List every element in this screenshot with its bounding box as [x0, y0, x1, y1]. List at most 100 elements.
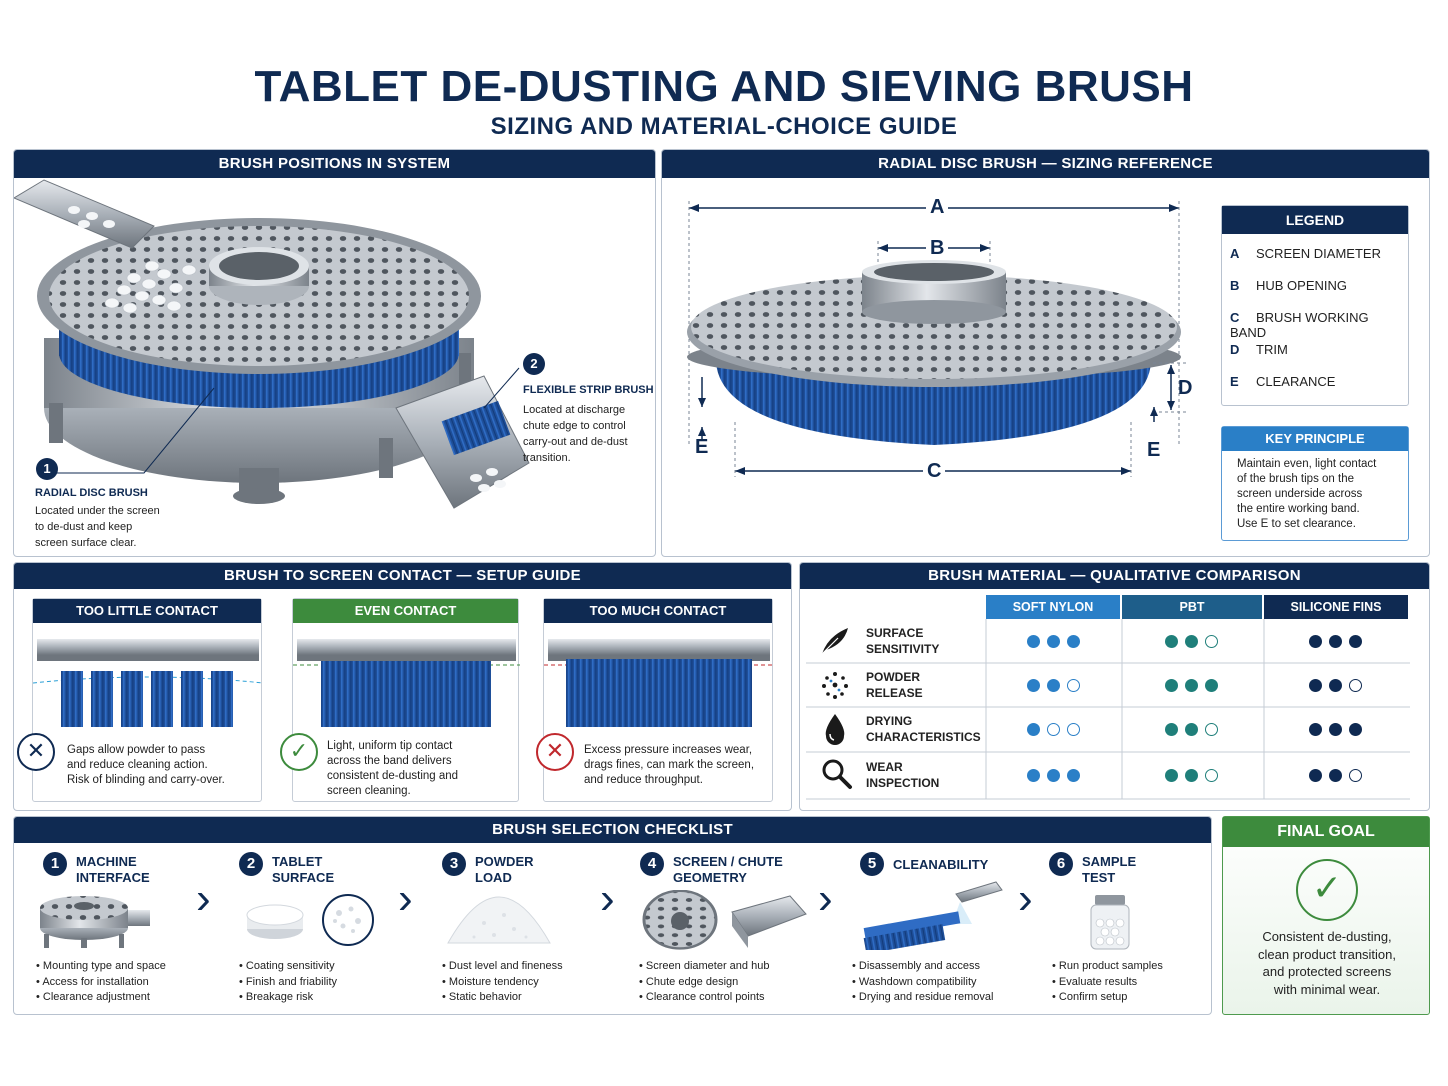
tablet-icon: [246, 894, 374, 946]
rating-dot: [1027, 723, 1040, 736]
rating-dot: [1205, 769, 1218, 782]
chevron-right-icon: ›: [398, 874, 413, 923]
final-goal-title: FINAL GOAL: [1223, 817, 1429, 847]
check-circle-icon: ✓: [1296, 859, 1358, 921]
sample-jar-icon: [1090, 895, 1130, 950]
card-title-even: EVEN CONTACT: [293, 599, 518, 623]
rating-dot: [1067, 723, 1080, 736]
step-title: CLEANABILITY: [893, 857, 989, 872]
material-col-soft-nylon: SOFT NYLON: [986, 595, 1120, 619]
callout-title-strip: FLEXIBLE STRIP BRUSH: [523, 384, 654, 396]
rating-dot: [1185, 635, 1198, 648]
rating-dot: [1047, 679, 1060, 692]
rating-dot: [1047, 723, 1060, 736]
rating-dot: [1067, 635, 1080, 648]
rating-dot: [1185, 769, 1198, 782]
chevron-right-icon: ›: [196, 874, 211, 923]
page-subtitle: SIZING AND MATERIAL-CHOICE GUIDE: [490, 113, 958, 140]
cleaning-brush-icon: [863, 881, 1003, 950]
rating-dot: [1027, 769, 1040, 782]
rating-dot: [1329, 635, 1342, 648]
card-too-little-contact: TOO LITTLE CONTACT ✕ Gaps allow powder t…: [17, 598, 263, 802]
rating-dot: [1165, 723, 1178, 736]
too-much-contact-illustration: [544, 639, 774, 727]
droplet-icon: [825, 714, 845, 745]
sieve-machine-illustration: [14, 179, 530, 509]
rating-dot: [1349, 635, 1362, 648]
rating-dot: [1349, 769, 1362, 782]
sieve-machine-icon: [40, 896, 150, 948]
rating-dot: [1205, 679, 1218, 692]
check-mark-icon: ✓: [280, 733, 318, 771]
positions-panel: BRUSH POSITIONS IN SYSTEM: [13, 149, 656, 557]
rating-dot: [1329, 723, 1342, 736]
powder-pile-icon: [447, 896, 551, 944]
checklist-panel: BRUSH SELECTION CHECKLIST: [13, 816, 1212, 1015]
step-list: • Dust level and fineness• Moisture tend…: [442, 960, 563, 1003]
even-contact-illustration: [293, 639, 520, 727]
step-list: • Disassembly and access• Washdown compa…: [852, 960, 994, 1003]
particles-icon: [822, 672, 848, 699]
contact-header: BRUSH TO SCREEN CONTACT — SETUP GUIDE: [14, 563, 791, 589]
dim-label-a: A: [926, 196, 949, 219]
rating-dot: [1047, 635, 1060, 648]
material-table-grid: [806, 619, 1410, 800]
step-number: 3: [442, 852, 466, 876]
material-header: BRUSH MATERIAL — QUALITATIVE COMPARISON: [800, 563, 1429, 589]
dim-label-d: D: [1178, 377, 1193, 399]
material-col-pbt: PBT: [1122, 595, 1262, 619]
card-too-much-contact: TOO MUCH CONTACT ✕ Excess pressure incre…: [536, 598, 774, 802]
rating-dot: [1165, 769, 1178, 782]
rating-dot: [1027, 635, 1040, 648]
disc-brush-illustration: [687, 201, 1186, 477]
positions-header: BRUSH POSITIONS IN SYSTEM: [14, 150, 655, 178]
rating-dot: [1185, 723, 1198, 736]
rating-dot: [1205, 635, 1218, 648]
rating-dot: [1205, 723, 1218, 736]
rating-dot: [1309, 723, 1322, 736]
chevron-right-icon: ›: [1018, 874, 1033, 923]
chevron-right-icon: ›: [818, 874, 833, 923]
page-title: TABLET DE-DUSTING AND SIEVING BRUSH: [254, 62, 1194, 111]
rating-dot: [1027, 679, 1040, 692]
final-goal-box: FINAL GOAL ✓ Consistent de-dusting,clean…: [1222, 816, 1430, 1015]
key-principle-box: KEY PRINCIPLE Maintain even, light conta…: [1221, 426, 1409, 541]
card-title-too-much: TOO MUCH CONTACT: [544, 599, 772, 623]
dim-label-b: B: [926, 237, 949, 260]
callout-number-1: 1: [36, 458, 58, 480]
rating-dot: [1309, 679, 1322, 692]
x-mark-icon: ✕: [536, 733, 574, 771]
callout-number-2: 2: [523, 353, 545, 375]
card-title-too-little: TOO LITTLE CONTACT: [33, 599, 261, 623]
feather-icon: [821, 628, 848, 655]
rating-dot: [1047, 769, 1060, 782]
rating-dot: [1185, 679, 1198, 692]
rating-dot: [1309, 635, 1322, 648]
too-little-contact-illustration: [33, 639, 263, 727]
rating-dot: [1329, 679, 1342, 692]
step-list: • Coating sensitivity• Finish and friabi…: [239, 960, 338, 1003]
step-number: 5: [860, 852, 884, 876]
rating-dot: [1349, 679, 1362, 692]
chevron-right-icon: ›: [600, 874, 615, 923]
rating-dot: [1067, 679, 1080, 692]
checklist-header: BRUSH SELECTION CHECKLIST: [14, 817, 1211, 843]
step-list: • Run product samples• Evaluate results•…: [1052, 960, 1163, 1003]
rating-dot: [1165, 635, 1178, 648]
dim-label-e-right: E: [1147, 439, 1161, 461]
